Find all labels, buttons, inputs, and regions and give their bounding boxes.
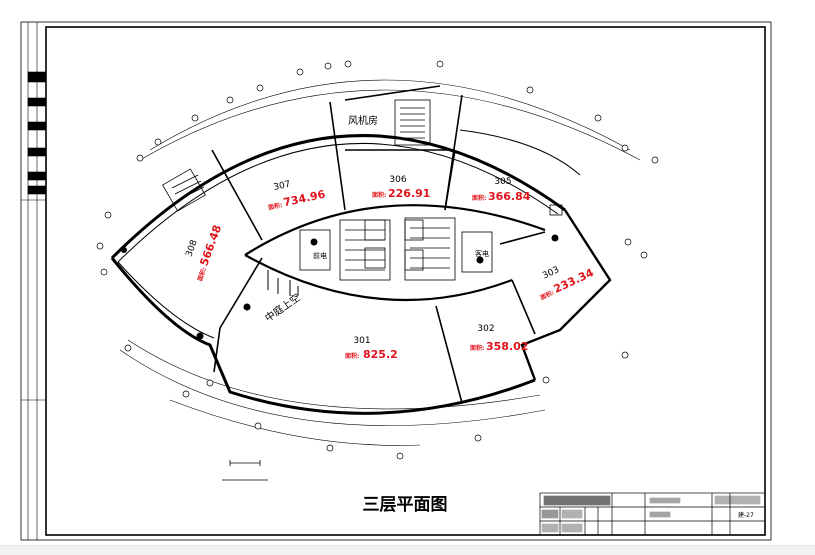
- room-303-number: 303: [541, 265, 561, 281]
- room-306-number: 306: [389, 175, 406, 185]
- room-302-area-value: 358.02: [486, 340, 528, 353]
- room-307-group: 307 面积: 734.96: [267, 180, 327, 212]
- elevator-left-label: 前电: [313, 251, 327, 260]
- room-301-area-label: 面积:: [345, 352, 359, 360]
- dimension-lines: [119, 79, 641, 446]
- scale-bar: [222, 460, 268, 481]
- room-305-area-label: 面积:: [472, 194, 486, 202]
- room-301-area: 面积: 825.2: [345, 348, 398, 361]
- room-labels: 301 面积: 825.2 302 面积: 358.02 303 面积: 233…: [185, 114, 596, 361]
- room-308-area-label: 面积:: [196, 266, 208, 282]
- room-308-area-value: 566.48: [197, 223, 224, 267]
- binding-strip: [21, 22, 47, 540]
- room-302-area: 面积: 358.02: [470, 340, 528, 353]
- room-301-number: 301: [353, 336, 370, 346]
- room-308-number: 308: [185, 238, 200, 258]
- columns: [121, 234, 559, 340]
- room-303-area-label: 面积:: [539, 288, 555, 301]
- fan-room-label: 风机房: [348, 114, 378, 127]
- room-303-group: 303 面积: 233.34: [539, 265, 596, 302]
- room-306-area-label: 面积:: [372, 191, 386, 199]
- room-302-area-label: 面积:: [470, 344, 484, 352]
- room-306-area-value: 226.91: [388, 187, 430, 200]
- partition-walls: [211, 85, 546, 404]
- core-stairs: [162, 99, 563, 281]
- elevator-right-label: 客电: [475, 249, 489, 258]
- room-301-area-value: 825.2: [363, 348, 398, 361]
- room-307-area-label: 面积:: [267, 201, 283, 212]
- axis-bubbles: [96, 60, 659, 460]
- title-block: [539, 492, 766, 536]
- atrium-label: 中庭上空: [262, 291, 302, 325]
- sheet-inner-frame: [45, 26, 766, 536]
- room-308-group: 308 面积: 566.48: [185, 223, 225, 282]
- room-306-area: 面积: 226.91: [372, 187, 430, 200]
- atrium-marks: [267, 270, 299, 296]
- room-305-area: 面积: 366.84: [472, 190, 531, 203]
- room-307-area-value: 734.96: [282, 188, 327, 210]
- room-305-number: 305: [494, 177, 511, 187]
- building-outline: [110, 129, 612, 415]
- room-302-number: 302: [477, 324, 494, 334]
- drawing-title: 三层平面图: [363, 495, 448, 515]
- sheet-outer-frame: [20, 21, 772, 541]
- room-307-number: 307: [273, 180, 292, 193]
- bottom-strip: [0, 545, 815, 555]
- title-block-drawing-number: 建-27: [738, 511, 754, 519]
- room-305-area-value: 366.84: [488, 190, 531, 203]
- core-outline: [244, 204, 546, 302]
